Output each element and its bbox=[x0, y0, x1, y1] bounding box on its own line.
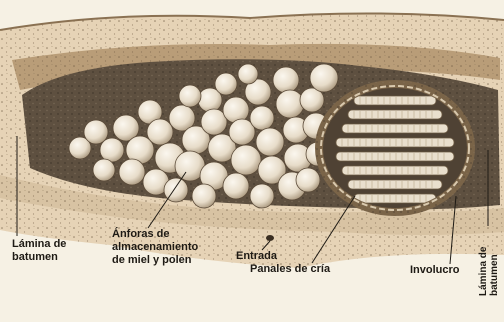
storage-pot bbox=[231, 145, 261, 175]
label-anforas-line1: Ánforas de bbox=[112, 228, 198, 241]
brood-comb-disc bbox=[348, 110, 442, 119]
storage-pot bbox=[276, 90, 304, 118]
label-batumen-right: Lámina de batumen bbox=[476, 226, 504, 298]
storage-pot bbox=[192, 184, 216, 208]
storage-pot bbox=[273, 67, 299, 93]
label-anforas-line2: almacenamiento bbox=[112, 241, 198, 254]
brood-comb-disc bbox=[348, 180, 442, 189]
label-entrada: Entrada bbox=[236, 250, 277, 263]
label-panales: Panales de cría bbox=[250, 263, 330, 276]
label-anforas-line3: de miel y polen bbox=[112, 254, 198, 267]
storage-pot bbox=[147, 119, 173, 145]
storage-pot bbox=[238, 64, 258, 84]
storage-pot bbox=[310, 64, 338, 92]
storage-pot bbox=[296, 168, 320, 192]
label-batumen-left-line2: batumen bbox=[12, 251, 66, 264]
storage-pot bbox=[215, 73, 237, 95]
storage-pot bbox=[179, 85, 201, 107]
storage-pot bbox=[119, 159, 145, 185]
label-batumen-right-line1: Lámina de bbox=[478, 247, 489, 296]
storage-pot bbox=[250, 106, 274, 130]
label-anforas: Ánforas de almacenamiento de miel y pole… bbox=[112, 228, 198, 267]
brood-chamber bbox=[323, 88, 467, 208]
storage-pot bbox=[100, 138, 124, 162]
storage-pot bbox=[93, 159, 115, 181]
entrance-hole bbox=[266, 235, 274, 241]
storage-pot bbox=[223, 173, 249, 199]
label-involucro: Involucro bbox=[410, 264, 460, 277]
storage-pot bbox=[250, 184, 274, 208]
label-batumen-left: Lámina de batumen bbox=[12, 238, 66, 264]
label-batumen-left-line1: Lámina de bbox=[12, 238, 66, 251]
storage-pot bbox=[256, 128, 284, 156]
brood-comb-structure bbox=[315, 80, 475, 216]
label-batumen-right-line2: batumen bbox=[489, 247, 500, 296]
